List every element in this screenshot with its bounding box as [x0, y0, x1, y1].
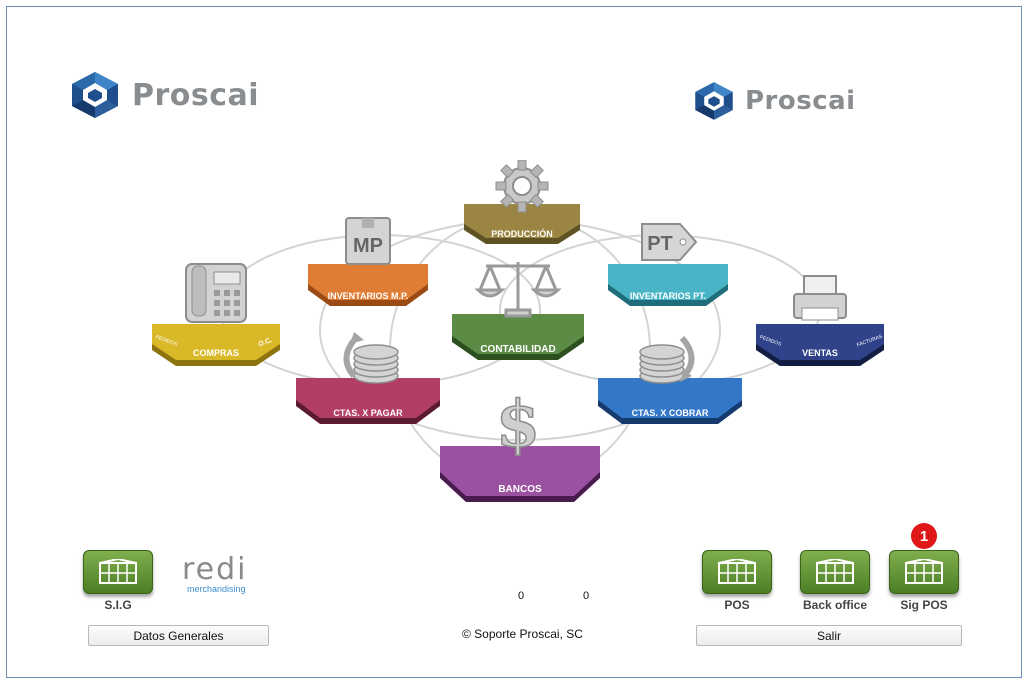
svg-text:MP: MP: [353, 235, 383, 257]
back-office-button[interactable]: Back office: [800, 550, 870, 616]
building-icon: [702, 550, 772, 594]
redi-logo: redi merchandising: [182, 552, 248, 595]
mp-box-icon: MP: [345, 217, 391, 265]
module-label: INVENTARIOS M.P.: [328, 291, 409, 301]
gear-icon: [495, 160, 549, 213]
datos-generales-button[interactable]: Datos Generales: [88, 625, 269, 646]
proscai-hexagon-icon: [72, 72, 118, 118]
module-label: BANCOS: [498, 484, 542, 495]
phone-icon: [185, 263, 247, 323]
module-label: CTAS. X PAGAR: [333, 408, 403, 418]
coins-arrow-icon: [343, 332, 399, 384]
printer-icon: [793, 275, 847, 321]
module-label: COMPRAS: [193, 348, 239, 358]
building-icon: [83, 550, 153, 594]
module-label: PRODUCCIÓN: [491, 228, 553, 239]
pt-tag-icon: PT: [641, 223, 698, 261]
module-bancos[interactable]: BANCOS $: [440, 386, 600, 502]
module-label: VENTAS: [802, 348, 838, 358]
counter-b: 0: [583, 590, 590, 602]
proscai-brand-text: Proscai: [132, 77, 260, 113]
module-ctas-x-pagar[interactable]: CTAS. X PAGAR: [296, 332, 440, 424]
module-label: INVENTARIOS PT.: [630, 291, 706, 301]
module-inventarios-mp[interactable]: INVENTARIOS M.P. MP: [308, 217, 428, 306]
sig-pos-button-label: Sig POS: [900, 598, 948, 612]
module-compras[interactable]: COMPRAS PEDIDOS O.C.: [152, 263, 280, 366]
pos-button-label: POS: [724, 598, 750, 612]
building-icon: [889, 550, 959, 594]
module-label: CTAS. X COBRAR: [632, 408, 709, 418]
counter-a: 0: [518, 590, 525, 602]
coins-arrow-icon: [639, 335, 695, 384]
module-contabilidad[interactable]: CONTABILIDAD: [452, 262, 584, 360]
module-label: CONTABILIDAD: [480, 344, 555, 355]
proscai-brand-text: Proscai: [745, 86, 856, 116]
salir-button[interactable]: Salir: [696, 625, 962, 646]
dollar-icon: $: [495, 386, 541, 463]
proscai-logo-left: Proscai: [68, 70, 259, 120]
module-inventarios-pt[interactable]: INVENTARIOS PT. PT: [608, 223, 728, 306]
module-produccion[interactable]: PRODUCCIÓN: [464, 160, 580, 244]
building-icon: [800, 550, 870, 594]
redi-logo-text: redi: [182, 552, 248, 587]
proscai-logo-right: Proscai: [692, 80, 856, 122]
module-ctas-x-cobrar[interactable]: CTAS. X COBRAR: [598, 335, 742, 424]
sig-button[interactable]: S.I.G: [83, 550, 153, 616]
svg-text:$: $: [496, 387, 541, 462]
proscai-hexagon-icon: [695, 82, 733, 120]
scale-icon: [474, 262, 562, 318]
notification-badge: 1: [911, 523, 937, 549]
back-office-button-label: Back office: [802, 598, 868, 612]
pos-button[interactable]: POS: [702, 550, 772, 616]
side-label-oc: O.C.: [258, 337, 274, 349]
sig-pos-button[interactable]: Sig POS: [889, 550, 959, 616]
redi-logo-subtitle: merchandising: [186, 584, 246, 594]
svg-text:PT: PT: [647, 233, 673, 255]
copyright-text: © Soporte Proscai, SC: [462, 627, 583, 641]
sig-button-label: S.I.G: [104, 598, 132, 612]
module-diagram: PRODUCCIÓN INVENTARIOS M.P. MP INVENTARI…: [152, 160, 884, 502]
module-ventas[interactable]: VENTAS PEDIDOS FACTURAS: [756, 275, 884, 366]
